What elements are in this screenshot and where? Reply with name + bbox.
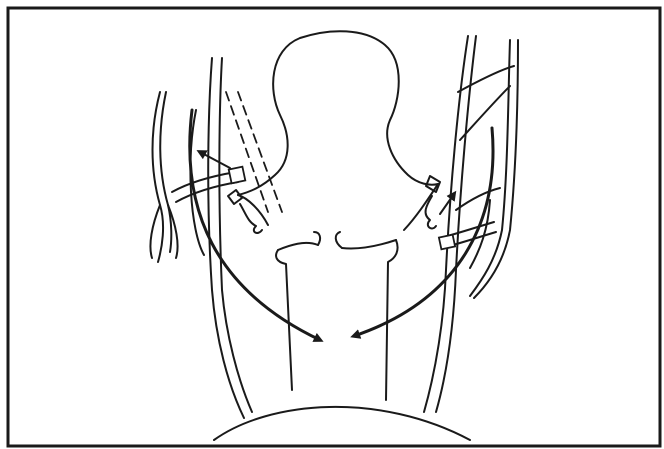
right-vessel-bundle <box>424 36 518 412</box>
left-vessel-bundle <box>150 58 252 418</box>
frame-border <box>8 8 660 446</box>
ligature-direction-arrows <box>200 152 454 214</box>
uterus-outline <box>238 31 438 400</box>
right-curved-arrow <box>354 128 493 336</box>
dashed-dissection-lines <box>226 92 282 212</box>
